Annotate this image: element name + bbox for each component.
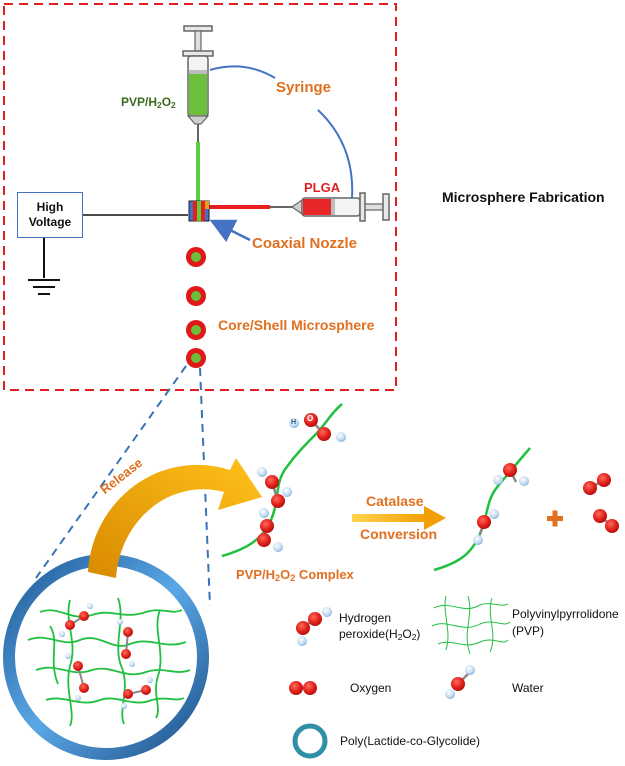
complex-molecules xyxy=(257,413,346,552)
high-voltage-box: High Voltage xyxy=(17,192,83,238)
pvp-h2o2-label: PVP/H2O2 xyxy=(121,95,176,110)
legend-h2o2-label: Hydrogen peroxide(H2O2) xyxy=(339,611,421,643)
coaxial-nozzle-label: Coaxial Nozzle xyxy=(252,235,358,252)
oxygen-molecules xyxy=(583,473,619,533)
syringe-pointer-arrow-left xyxy=(209,65,276,79)
pvp-chains-inside xyxy=(27,597,191,727)
conversion-label: Conversion xyxy=(360,526,438,542)
microsphere-cross-section xyxy=(3,554,209,760)
atom-letter-o: O xyxy=(307,414,314,423)
legend-h2o2-icon xyxy=(296,607,332,646)
syringe-pointer-arrow-right xyxy=(317,109,354,199)
complex-label: PVP/H2O2 Complex xyxy=(236,567,354,583)
legend-pvp-icon xyxy=(431,595,511,655)
catalase-arrow xyxy=(352,506,446,530)
falling-microspheres xyxy=(186,247,206,368)
nozzle-pointer-arrow xyxy=(209,219,251,243)
legend-oxygen-label: Oxygen xyxy=(350,681,392,695)
high-voltage-line1: High xyxy=(36,200,64,214)
ground-symbol xyxy=(28,238,60,295)
right-syringe xyxy=(270,192,390,222)
legend-plga-ring-icon xyxy=(292,723,328,759)
zoom-line-left xyxy=(35,365,187,579)
plga-label: PLGA xyxy=(304,180,341,195)
fabrication-frame xyxy=(3,3,397,391)
core-shell-label: Core/Shell Microsphere xyxy=(218,317,375,333)
converted-molecules xyxy=(473,463,529,545)
catalase-label: Catalase xyxy=(366,493,424,509)
plus-sign xyxy=(547,510,563,527)
legend-water-label: Water xyxy=(512,681,544,695)
legend-plga-label: Poly(Lactide-co-Glycolide) xyxy=(340,734,481,748)
microsphere-fabrication-title: Microsphere Fabrication xyxy=(442,189,605,205)
legend-pvp-label: Polyvinylpyrrolidone (PVP) xyxy=(512,607,619,638)
legend-oxygen-icon xyxy=(289,681,317,695)
top-syringe xyxy=(182,25,214,142)
atom-letter-h: H xyxy=(291,419,297,426)
molecules-inside xyxy=(59,603,153,709)
syringe-label: Syringe xyxy=(276,79,332,96)
high-voltage-line2: Voltage xyxy=(28,215,72,229)
legend-water-icon xyxy=(445,665,475,699)
coaxial-nozzle xyxy=(188,200,210,222)
release-arrow xyxy=(88,458,262,578)
